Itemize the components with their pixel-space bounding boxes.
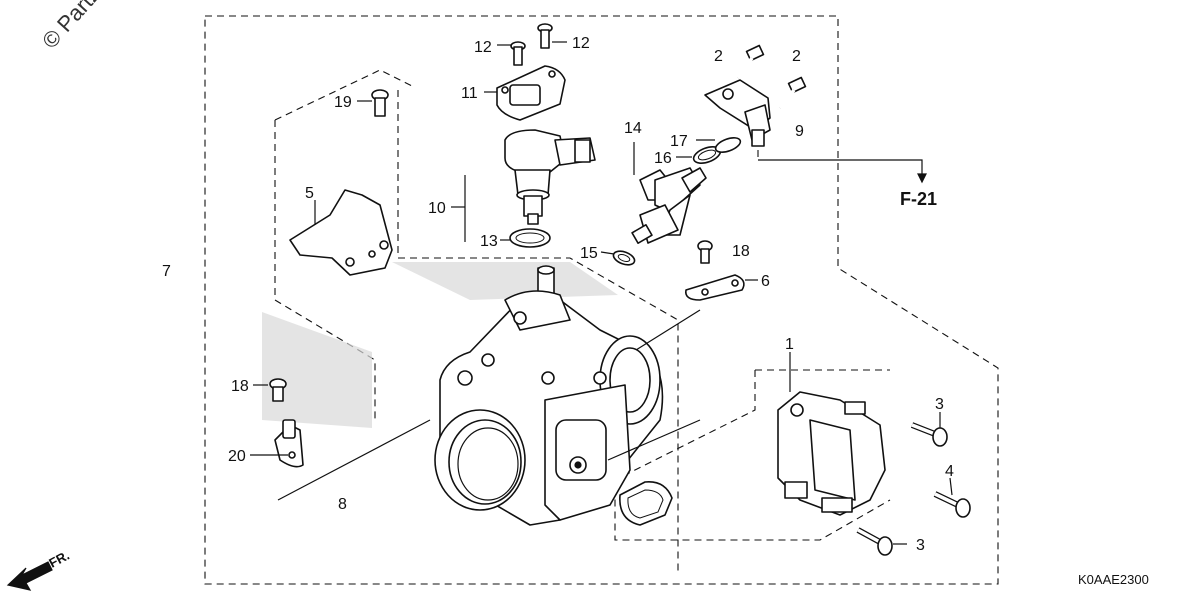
callout-18-top: 18 [732,243,750,260]
screw-18-top[interactable] [697,240,713,264]
bolt-4[interactable] [933,491,971,518]
callout-12-left: 12 [474,39,492,56]
callout-18-left: 18 [231,378,249,395]
screw-18-left[interactable] [269,378,287,402]
assembly-outline [204,15,999,585]
sensor-group-outline [614,369,891,541]
throttle-group-outline [274,69,413,420]
callout-1: 1 [785,336,794,353]
bolt-3-lower[interactable] [856,527,893,556]
bracket-5[interactable] [289,189,393,276]
idle-air-control-valve[interactable] [504,129,596,225]
callout-19: 19 [334,94,352,111]
callout-13: 13 [480,233,498,250]
subassembly-outline [397,90,679,575]
callout-20: 20 [228,448,246,465]
front-arrow-icon [6,561,53,591]
throttle-body[interactable] [434,265,664,526]
sensor-unit[interactable] [777,391,886,516]
callout-6: 6 [761,273,770,290]
screw-12-right[interactable] [537,23,553,49]
diagram-code: K0AAE2300 [1078,572,1149,587]
callout-17: 17 [670,133,688,150]
bolt-3-upper[interactable] [910,422,948,447]
callout-9: 9 [795,123,804,140]
callout-5: 5 [305,185,314,202]
callout-3-lower: 3 [916,537,925,554]
plate-6[interactable] [684,274,745,301]
leader-lines [250,41,953,545]
bracket-20[interactable] [274,419,304,468]
o-ring-17[interactable] [714,135,743,155]
reference-label: F-21 [900,189,937,209]
callout-8: 8 [338,496,347,513]
o-ring-13[interactable] [509,228,551,248]
gasket-plate[interactable] [496,65,566,121]
callout-2-right: 2 [792,48,801,65]
callout-4: 4 [945,463,954,480]
screw-19[interactable] [371,89,389,117]
bolt-2-right[interactable] [778,76,807,110]
sensor-gasket[interactable] [619,481,673,526]
callout-15: 15 [580,245,598,262]
seal-15[interactable] [612,249,637,268]
bolt-2-left[interactable] [736,44,765,80]
callout-11: 11 [461,85,478,102]
callout-16: 16 [654,150,672,167]
screw-12-left[interactable] [510,41,526,66]
callout-2-left: 2 [714,48,723,65]
shadow-area-top [392,262,618,300]
callout-7: 7 [162,263,171,280]
front-direction-marker: FR. [6,548,72,591]
callout-14: 14 [624,120,642,137]
callout-12-right: 12 [572,35,590,52]
fuel-hose-joint[interactable] [704,79,771,147]
callout-3-upper: 3 [935,396,944,413]
fuel-injector[interactable] [631,167,707,244]
watermark-text: © Partzilla [37,0,123,53]
shadow-area-left [262,312,372,428]
callout-10: 10 [428,200,446,217]
